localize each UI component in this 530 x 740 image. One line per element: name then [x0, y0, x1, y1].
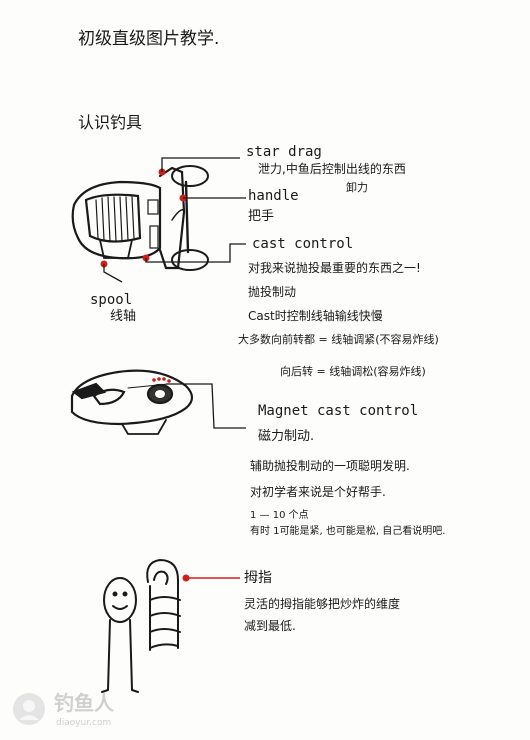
cast-control-line-2: 抛投制动: [248, 285, 297, 299]
note-star-drag: 卸力: [346, 181, 368, 194]
baitcast-reel-sketch: [71, 165, 209, 271]
magnet-line-2: 辅助抛投制动的一项聪明发明.: [250, 459, 410, 473]
label-star-drag: star drag: [246, 144, 322, 160]
label-magnet-cast-control: Magnet cast control: [258, 403, 419, 419]
label-handle-cn: 把手: [248, 209, 275, 224]
stick-figure-sketch: [101, 577, 139, 693]
thumb-leader: [182, 574, 240, 582]
desc-star-drag: 泄力,中鱼后控制出线的东西: [258, 162, 406, 176]
magnet-line-4: 1 — 10 个点: [250, 510, 309, 521]
magnet-line-3: 对初学者来说是个好帮手.: [250, 485, 386, 499]
cast-control-line-4: 大多数向前转都 = 线轴调紧(不容易炸线): [238, 333, 439, 346]
section-subtitle: 认识钓具: [78, 113, 143, 132]
magnet-leader-line: [166, 383, 246, 429]
cast-control-line-3: Cast时控制线轴输线快慢: [248, 309, 383, 323]
cast-control-line-5: 向后转 = 线轴调松(容易炸线): [280, 365, 426, 378]
label-thumb: 拇指: [244, 570, 272, 586]
cast-control-line-1: 对我来说抛投最重要的东西之一!: [248, 261, 421, 275]
reel-leader-lines: [103, 157, 246, 283]
label-handle: handle: [248, 188, 299, 204]
thumb-line-1: 灵活的拇指能够把炒炸的维度: [244, 597, 401, 611]
magnet-dial-dots: [152, 377, 171, 383]
label-cast-control: cast control: [252, 236, 354, 252]
fisherman-logo-icon: [13, 693, 45, 725]
watermark-text: 钓鱼人: [54, 691, 114, 715]
magnet-reel-sketch: [70, 369, 194, 435]
label-spool-cn: 线轴: [110, 309, 137, 324]
label-spool: spool: [90, 292, 133, 308]
thumb-sketch: [146, 558, 181, 651]
magnet-line-1: 磁力制动.: [258, 429, 315, 444]
magnet-line-5: 有时 1可能是紧, 也可能是松, 自己看说明吧.: [250, 526, 446, 537]
thumb-line-2: 减到最低.: [244, 619, 296, 633]
page-title: 初级直级图片教学.: [78, 29, 220, 49]
watermark-url: diaoyur.com: [56, 718, 112, 728]
